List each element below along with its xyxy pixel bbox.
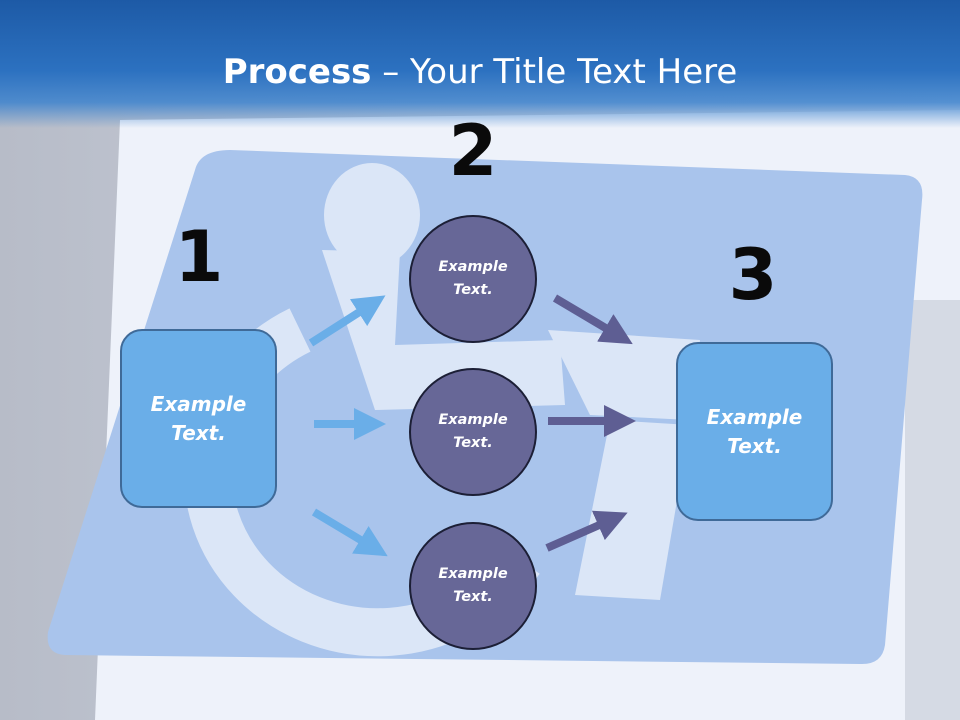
slide-title: Process – Your Title Text Here — [0, 52, 960, 92]
step-2-circle-bottom: Example Text. — [409, 522, 537, 650]
step-2-circle-middle: Example Text. — [409, 368, 537, 496]
step-1-box: Example Text. — [120, 329, 277, 508]
step-2-circle-top-text: Example Text. — [438, 259, 508, 298]
step-number-1: 1 — [174, 216, 224, 298]
title-bold: Process — [222, 52, 372, 92]
step-number-2: 2 — [448, 110, 498, 192]
step-2-circle-middle-text: Example Text. — [438, 412, 508, 451]
step-3-text: Example Text. — [706, 404, 803, 458]
step-2-circle-top: Example Text. — [409, 215, 537, 343]
title-rest: – Your Title Text Here — [371, 52, 738, 92]
step-number-3: 3 — [728, 234, 778, 316]
step-2-circle-bottom-text: Example Text. — [438, 566, 508, 605]
title-bar — [0, 0, 960, 128]
step-3-box: Example Text. — [676, 342, 833, 521]
step-1-text: Example Text. — [150, 391, 247, 445]
